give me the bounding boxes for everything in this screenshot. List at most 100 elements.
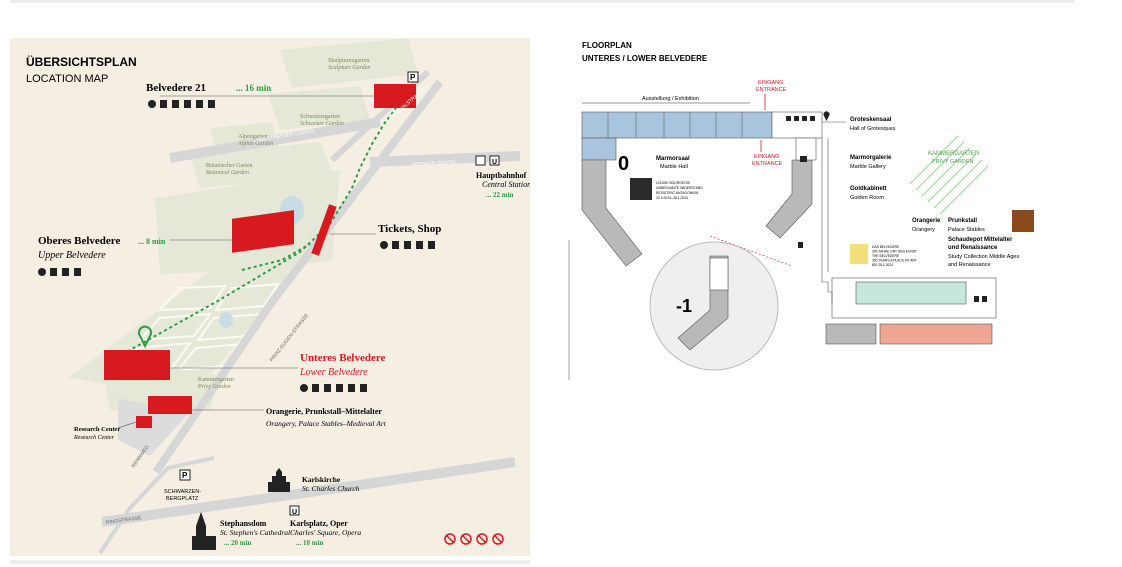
entrance-mid-label-en: ENTRANCE [752,161,783,167]
schwarzenbergplatz-label: SCHWARZEN- [164,489,201,495]
central-hall-amenity-icons [786,116,815,121]
louise-exhibit-line-2: UNBEKANNTE WIDERSTAND [656,186,703,190]
schweizer-garden-label: Schweizergarten [300,114,340,120]
tickets-amenity-icons [380,241,435,249]
research-center-label[interactable]: Research Center [74,426,120,433]
lower-belvedere-building[interactable] [104,350,170,380]
orangery-label[interactable]: Orangerie, Prunkstall–Mittelalter [266,407,382,416]
entrance-top-label[interactable]: EINGANG [758,80,783,86]
study-collection-wing[interactable] [879,323,993,345]
300-years-thumbnail[interactable] [850,244,868,264]
karlsplatz-label-en: Charles' Square, Opera [290,528,361,537]
map-title: ÜBERSICHTSPLAN [26,54,137,69]
hauptbahnhof-label[interactable]: Hauptbahnhof [476,171,527,180]
tickets-building[interactable] [311,204,337,256]
no-rollerblade-icon [476,533,488,545]
train-icon [475,155,486,166]
upper-belvedere-building[interactable] [232,210,294,253]
hauptbahnhof-label-en: Central Station [482,180,530,189]
belvedere-21-walk-time: ... 16 min [236,83,271,93]
location-pin-icon [138,325,152,349]
orangery-outline [831,277,997,319]
church-icon [268,468,290,492]
upper-belvedere-amenity-icons [38,268,81,276]
groteskensaal-label-en: Hall of Grotesques [850,126,896,132]
floorplan-subtitle: UNTERES / LOWER BELVEDERE [582,54,708,63]
ubahn-icon-hbf-label: U [492,159,497,166]
kammergarten-label-en: PRIVY GARDEN [932,159,973,165]
lower-belvedere-amenity-icons [300,384,367,392]
orangery-building[interactable] [148,396,192,414]
belvedere-21-label[interactable]: Belvedere 21 [146,82,206,94]
lower-belvedere-label-en: Lower Belvedere [299,367,368,378]
schwarzenbergplatz-label-line2: BERGPLATZ [166,496,199,502]
300-years-line-3: THE BELVEDERE [872,254,900,258]
street-line [98,456,215,555]
location-pin-icon-floor [823,111,830,121]
exhibition-wing[interactable] [581,111,773,139]
orangery-amenity-icons [974,296,987,302]
botanical-garden-label: Botanischer Garten [206,163,252,169]
stephansdom-label-en: St. Stephen's Cathedral [220,528,290,537]
research-center-leader [117,421,137,429]
alpine-garden-label: Alpengarten [238,134,268,140]
elevator-icon [798,242,803,248]
groteskensaal-label[interactable]: Groteskensaal [850,117,892,123]
no-ball-icon [492,533,504,545]
cafe-icon-floor [800,156,807,162]
lower-belvedere-label[interactable]: Unteres Belvedere [300,352,386,364]
marmorsaal-label[interactable]: Marmorsaal [656,156,690,162]
marmorgalerie-label[interactable]: Marmorgalerie [850,155,892,161]
karlsplatz-label[interactable]: Karlsplatz, Oper [290,519,348,528]
louise-exhibit-line-4: 22.9.2024–28.1.2024 [656,196,688,200]
fine-print-strip [568,240,570,380]
louise-exhibit-line-1: LOUISE BOURGEOIS [656,181,691,185]
orangerie-label-en: Orangery [912,227,935,233]
upper-belvedere-walk-time: ... 8 min [138,237,166,246]
alpine-garden-label-en: Alpine Garden [237,141,273,147]
hauptbahnhof-walk-time: ... 22 min [486,191,514,199]
schweizer-garden-area [268,86,370,130]
belvedere-21-building[interactable] [374,84,416,108]
schaudepot-label[interactable]: Schaudepot Mittelalter [948,237,1013,243]
prinz-eugen-road [152,79,444,475]
no-bicycle-icon [444,533,456,545]
orangerie-label[interactable]: Orangerie [912,218,941,224]
tickets-shop-label[interactable]: Tickets, Shop [378,223,441,235]
karlskirche-label[interactable]: Karlskirche [302,475,341,484]
prunkstall-thumbnail[interactable] [1012,210,1034,232]
prunkstall-label[interactable]: Prunkstall [948,218,977,224]
floorplan: FLOORPLAN UNTERES / LOWER BELVEDERE Auss… [568,41,1034,380]
botanical-garden-label-en: Botanical Garden [206,170,249,176]
bottom-divider [10,560,530,564]
goldkabinett-label-en: Golden Room [850,195,884,201]
ring-street-label: RINGSTRASSE [105,515,142,526]
louise-exhibit-thumbnail[interactable] [630,178,652,200]
entrance-mid-label[interactable]: EINGANG [754,154,779,160]
parking-sign-top [407,71,419,83]
300-years-line-5: BIS 28.1.2024 [872,263,893,267]
goldkabinett-label[interactable]: Goldkabinett [850,186,887,192]
level-minus1-stair [709,257,729,291]
middle-pond [219,312,233,328]
prohibition-icons [444,533,504,545]
research-center-building[interactable] [136,416,152,428]
privy-garden-hatch [909,135,989,215]
west-room[interactable] [581,137,617,161]
kammergarten-label: KAMMERGARTEN [928,151,979,157]
orangery-hall[interactable] [855,281,967,305]
300-years-line-1: DAS BELVEDERE [872,245,900,249]
schaudepot-label-line2: und Renaissance [948,245,998,251]
stephansdom-label[interactable]: Stephansdom [220,519,267,528]
sculpture-garden-area [280,38,418,88]
karlsplatz-walk-time: ... 10 min [296,539,324,547]
upper-belvedere-label[interactable]: Oberes Belvedere [38,235,120,247]
schaudepot-label-en-line2: and Renaissance [948,262,991,268]
west-wing-grey [581,159,643,267]
300-years-line-2: 300 JAHRE ORT DER KUNST [872,250,917,254]
300-years-line-4: 300 YEARS A PLACE OF ART [872,259,917,263]
level-0-marker: 0 [618,153,629,175]
walking-route [109,107,397,369]
orangery-label-en: Orangery, Palace Stables–Medieval Art [266,419,387,428]
central-hall[interactable] [771,111,823,139]
